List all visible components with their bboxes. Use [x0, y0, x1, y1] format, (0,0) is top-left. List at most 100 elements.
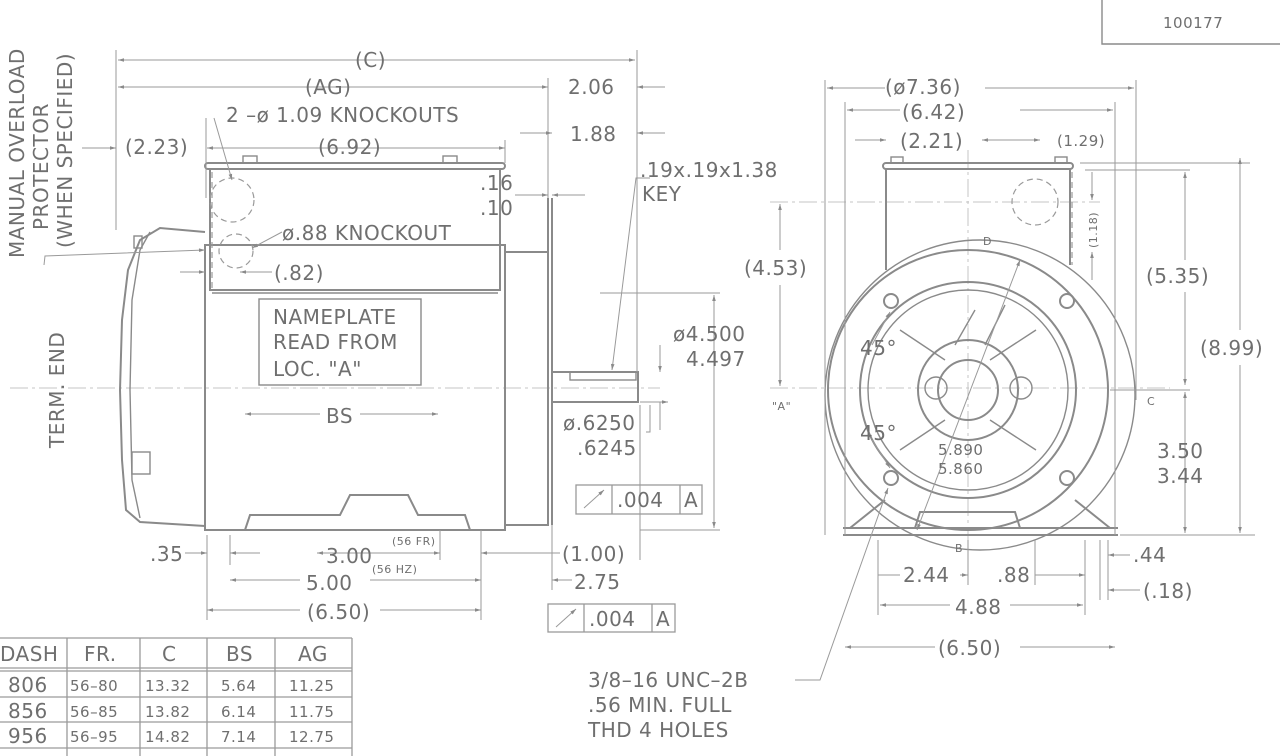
thread-note: .56 MIN. FULL [588, 693, 732, 717]
dim-6245: .6245 [577, 436, 637, 460]
table-cell: 12.75 [289, 728, 334, 746]
dim-18: (.18) [1143, 579, 1193, 603]
knockout-109 [209, 177, 255, 223]
note-56fr: (56 FR) [392, 535, 436, 548]
dim-6-50: (6.50) [307, 600, 370, 624]
table-cell: 7.14 [221, 728, 256, 746]
table-cell: 13.82 [145, 703, 190, 721]
table-row: 856 56–85 13.82 6.14 11.75 [8, 699, 334, 723]
tolerance-value: .004 [617, 488, 664, 512]
end-bracket [827, 249, 1109, 531]
manual-overload-label: PROTECTOR [29, 103, 53, 230]
tolerance-datum: A [684, 488, 698, 512]
label-c: C [1147, 395, 1155, 408]
dim-44: .44 [1133, 543, 1166, 567]
label-d: D [983, 235, 992, 248]
runout-tolerance-2: .004 A [547, 603, 676, 633]
outer-housing [824, 239, 1136, 551]
dim-2-21: (2.21) [900, 129, 963, 153]
nameplate-text: NAMEPLATE [273, 305, 397, 329]
tolerance-datum: A [656, 607, 670, 631]
base [207, 494, 500, 531]
table-header: DASH [0, 642, 58, 666]
mounting-hole [883, 470, 899, 486]
table-cell: 11.75 [289, 703, 334, 721]
dim-2-23: (2.23) [125, 135, 188, 159]
mounting-hole [1059, 293, 1075, 309]
table-row: 806 56–80 13.32 5.64 11.25 [8, 673, 334, 697]
table-header: AG [298, 642, 328, 666]
bolt-circle-max: 5.890 [938, 441, 983, 459]
table-cell: 56–80 [70, 677, 118, 695]
dim-1-29: (1.29) [1057, 132, 1105, 150]
nameplate-box [258, 298, 422, 386]
dim-1-00: (1.00) [562, 542, 625, 566]
angle-bottom: 45° [860, 421, 897, 445]
angle-top: 45° [860, 336, 897, 360]
dim-4-88: 4.88 [955, 595, 1002, 619]
dim-10: .10 [480, 196, 513, 220]
dim-ag: (AG) [305, 75, 351, 99]
table-cell: 56–95 [70, 728, 118, 746]
table-cell: 13.32 [145, 677, 190, 695]
dim-2-06: 2.06 [568, 75, 615, 99]
table-cell: 6.14 [221, 703, 256, 721]
manual-overload-label: (WHEN SPECIFIED) [53, 53, 77, 248]
table-cell: 856 [8, 699, 48, 723]
table-cell: 14.82 [145, 728, 190, 746]
tolerance-value: .004 [589, 607, 636, 631]
key-label: KEY [642, 182, 682, 206]
side-view: NAMEPLATE READ FROM LOC. "A" [5, 48, 778, 633]
dim-8-99: (8.99) [1200, 336, 1263, 360]
dim-82: (.82) [274, 261, 324, 285]
knockouts-label: 2 –ø 1.09 KNOCKOUTS [226, 103, 459, 127]
nameplate-text: LOC. "A" [273, 357, 362, 381]
dim-35: .35 [150, 542, 183, 566]
table-cell: 11.25 [289, 677, 334, 695]
dim-4-53: (4.53) [744, 256, 807, 280]
bolt-circle-min: 5.860 [938, 460, 983, 478]
term-end-label: TERM. END [45, 332, 69, 449]
table-cell: 56–85 [70, 703, 118, 721]
table-row: 956 56–95 14.82 7.14 12.75 [8, 724, 334, 748]
dim-16: .16 [480, 171, 513, 195]
label-b: B [955, 542, 963, 555]
table-header: BS [226, 642, 253, 666]
table-cell: 5.64 [221, 677, 256, 695]
dim-6-50-end: (6.50) [938, 636, 1001, 660]
dimension-table: DASH FR. C BS AG 806 56–80 13.32 5.64 11… [0, 637, 353, 756]
dim-4-497: 4.497 [686, 347, 746, 371]
nameplate-text: READ FROM [273, 330, 398, 354]
dim-6-92: (6.92) [318, 135, 381, 159]
dim-88: .88 [997, 563, 1030, 587]
dim-1-88: 1.88 [570, 122, 617, 146]
knockout-88-label: ø.88 KNOCKOUT [282, 221, 452, 245]
runout-tolerance-1: .004 A [575, 484, 703, 515]
dim-6250: ø.6250 [563, 411, 636, 435]
dim-2-75: 2.75 [574, 570, 621, 594]
dim-3-00: 3.00 [326, 544, 373, 568]
shaft [551, 371, 639, 403]
dim-5-00: 5.00 [306, 571, 353, 595]
table-header: FR. [84, 642, 117, 666]
dim-5-35: (5.35) [1146, 264, 1209, 288]
table-cell: 806 [8, 673, 48, 697]
dim-6-42: (6.42) [902, 100, 965, 124]
key-label: .19x.19x1.38 [640, 158, 778, 182]
end-view: (ø7.36) (6.42) (2.21) (1.29) (1.18) D (4… [587, 75, 1263, 742]
dim-3-50: 3.50 [1157, 439, 1204, 463]
dim-c: (C) [355, 48, 386, 72]
dim-4-500: ø4.500 [673, 322, 746, 346]
label-a: "A" [772, 400, 791, 413]
table-cell: 956 [8, 724, 48, 748]
drawing-number: 100177 [1163, 14, 1223, 32]
dim-bs: BS [326, 404, 353, 428]
dim-1-18: (1.18) [1087, 212, 1100, 248]
dim-2-44: 2.44 [903, 563, 950, 587]
dim-7-36: (ø7.36) [885, 75, 961, 99]
title-block: 100177 [1101, 0, 1280, 45]
end-bell [118, 226, 206, 527]
manual-overload-label: MANUAL OVERLOAD [5, 48, 29, 258]
thread-note: 3/8–16 UNC–2B [588, 668, 749, 692]
